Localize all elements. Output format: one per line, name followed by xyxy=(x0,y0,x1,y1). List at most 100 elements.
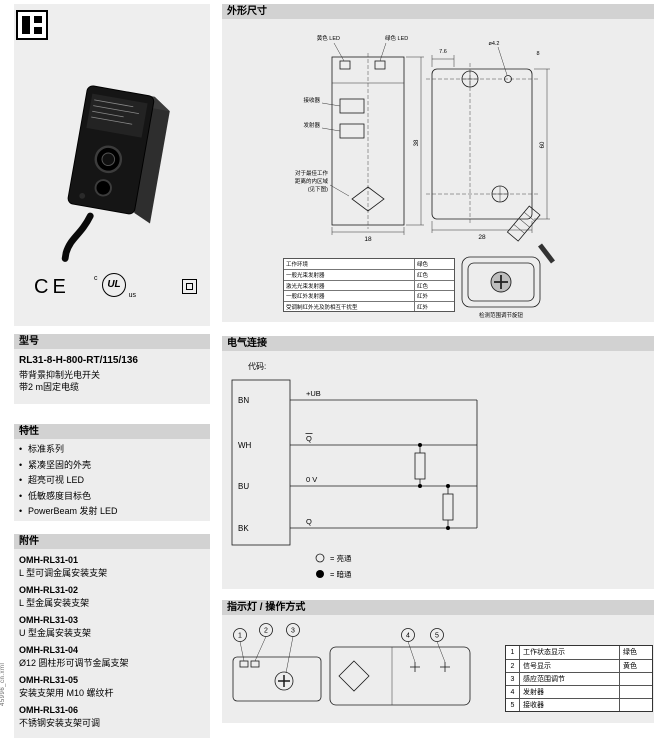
dim-side: 8 xyxy=(536,51,539,57)
ul-mark: c UL us xyxy=(92,272,136,300)
optical-face-diamond-icon xyxy=(338,660,370,692)
indicator-color: 黄色 xyxy=(623,663,637,670)
accessory-code: OMH-RL31-03 xyxy=(19,615,79,625)
indicator-color xyxy=(620,686,652,698)
terminal-signal: 0 V xyxy=(306,475,317,484)
accessory-item: OMH-RL31-05 安装支架用 M10 螺纹杆 xyxy=(14,674,210,699)
top-view-drawing xyxy=(232,656,322,702)
feature-item: PowerBeam 发射 LED xyxy=(14,504,210,520)
legend-dark-on: = 暗通 xyxy=(330,569,352,579)
accessory-item: OMH-RL31-02 L 型金属安装支架 xyxy=(14,584,210,609)
accessory-item: OMH-RL31-03 U 型金属安装支架 xyxy=(14,614,210,639)
section-header-accessories: 附件 xyxy=(14,534,210,549)
ul-circle-icon: UL xyxy=(102,273,126,297)
indicator-color: 绿色 xyxy=(623,649,637,656)
side-filename: 45996_cn.xml xyxy=(0,662,6,706)
callout-5-label: 5 xyxy=(435,633,439,640)
dim-width: 18 xyxy=(364,236,372,243)
accessory-desc: 安装支架用 M10 螺纹杆 xyxy=(19,687,114,698)
brand-logo xyxy=(16,10,48,40)
indicator-color xyxy=(620,699,652,711)
emitter-label: 发射器 xyxy=(303,121,320,129)
adjuster-screw-icon xyxy=(274,671,294,691)
right-column: 外形尺寸 黄色 LED 绿色 LED 接收器 发射器 对于最 xyxy=(222,0,654,738)
accessory-code: OMH-RL31-02 xyxy=(19,585,79,595)
emitter-type: 工作环境 xyxy=(286,262,309,268)
emitter-type: 激光光束发射器 xyxy=(286,283,325,290)
yellow-led-label: 黄色 LED xyxy=(317,34,340,42)
model-code: RL31-8-H-800-RT/115/136 xyxy=(19,355,138,366)
note-line-3: (见下图) xyxy=(308,185,328,193)
callout-3-label: 3 xyxy=(291,628,295,635)
accessory-item: OMH-RL31-06 不锈钢安装支架可调 xyxy=(14,704,210,729)
dim-top: 7.6 xyxy=(439,49,447,55)
model-desc-1: 带背景抑制光电开关 xyxy=(19,370,101,380)
section-header-dimensions: 外形尺寸 xyxy=(222,4,654,19)
accessory-code: OMH-RL31-05 xyxy=(19,675,79,685)
left-column: CE c UL us 型号 RL31-8-H-800-RT/115/136 带背… xyxy=(14,0,210,738)
emitter-type: 受调制红外光及防相互干扰型 xyxy=(286,304,358,311)
load-resistor-icon xyxy=(442,493,454,521)
wiring-diagram: 代码: BN WH BU BK +UB Q 0 V Q xyxy=(231,361,478,579)
indicator-desc: 发射器 xyxy=(520,686,620,698)
indicator-desc: 感应范围调节 xyxy=(520,673,620,685)
brand-logo-icon xyxy=(16,10,48,40)
accessory-code: OMH-RL31-01 xyxy=(19,555,79,565)
emitter-type: 一般红外发射器 xyxy=(286,294,325,301)
callout-1-label: 1 xyxy=(238,633,242,640)
accessory-item: OMH-RL31-01 L 型可调金属安装支架 xyxy=(14,554,210,579)
side-view-drawing: 7.6 ø4.2 8 60 28 xyxy=(426,41,555,264)
terminal-signal: Q xyxy=(306,434,312,443)
accessory-item: OMH-RL31-04 Ø12 圆柱形可调节金属支架 xyxy=(14,644,210,669)
terminal-wire: BN xyxy=(238,396,249,405)
dim-hole: ø4.2 xyxy=(488,41,499,47)
indicator-num: 1 xyxy=(506,646,520,659)
sensor-photo-illustration xyxy=(61,85,170,262)
feature-item: 超亮可视 LED xyxy=(14,473,210,489)
emitter-type-table: 工作环境 绿色 一般光束发射器 红色 激光光束发射器 红色 一般红外发射器 红外… xyxy=(283,258,455,312)
accessory-code: OMH-RL31-06 xyxy=(19,705,79,715)
emitter-color: 绿色 xyxy=(414,259,454,270)
terminal-wire: BK xyxy=(238,524,249,533)
callout-4-label: 4 xyxy=(406,633,410,640)
green-led-label: 绿色 LED xyxy=(385,34,408,42)
terminal-wire: WH xyxy=(238,441,252,450)
terminal-signal: +UB xyxy=(306,389,321,398)
accessories-body: OMH-RL31-01 L 型可调金属安装支架 OMH-RL31-02 L 型金… xyxy=(14,549,210,738)
indicator-num: 3 xyxy=(506,673,520,685)
protection-class-inner xyxy=(186,283,193,290)
indicator-num: 5 xyxy=(506,699,520,711)
emitter-type: 一般光束发射器 xyxy=(286,273,325,280)
section-header-features: 特性 xyxy=(14,424,210,439)
load-resistor-icon xyxy=(414,452,426,480)
dimension-drawing: 黄色 LED 绿色 LED 接收器 发射器 对于最佳工作 距离的内区域 (见下图… xyxy=(295,34,555,319)
terminal-wire: BU xyxy=(238,482,249,491)
indicator-table: 1 工作状态显示 绿色 2 信号显示 黄色 3 感应范围调节 4 发射器 5 xyxy=(505,645,653,712)
emitter-color: 红外 xyxy=(414,291,454,301)
indicators-body: 1 2 3 4 5 xyxy=(222,615,654,723)
table-row: 一般光束发射器 红色 xyxy=(284,269,454,280)
ul-us-label: us xyxy=(128,292,136,299)
legend-light-on: = 亮通 xyxy=(330,553,352,563)
table-row: 1 工作状态显示 绿色 xyxy=(506,646,652,659)
note-line-2: 距离的内区域 xyxy=(295,177,329,185)
protection-class-icon xyxy=(182,279,197,294)
adjuster-label: 检测范围调节旋钮 xyxy=(479,311,524,319)
accessory-code: OMH-RL31-04 xyxy=(19,645,79,655)
model-desc-2: 带2 m固定电缆 xyxy=(19,382,80,392)
front-view-drawing: 黄色 LED 绿色 LED 接收器 发射器 对于最佳工作 距离的内区域 (见下图… xyxy=(295,34,424,243)
section-header-model: 型号 xyxy=(14,334,210,349)
accessory-desc: U 型金属安装支架 xyxy=(19,627,92,638)
emitter-color: 红色 xyxy=(414,280,454,291)
indicator-color xyxy=(620,673,652,685)
indicator-drawing: 1 2 3 4 5 xyxy=(232,623,471,706)
optical-face-diamond-icon xyxy=(351,186,385,212)
feature-item: 标准系列 xyxy=(14,442,210,458)
emitter-color: 红外 xyxy=(414,301,454,311)
callout-2-label: 2 xyxy=(264,628,268,635)
terminal-signal: Q xyxy=(306,517,312,526)
accessory-desc: Ø12 圆柱形可调节金属支架 xyxy=(19,657,129,668)
table-row: 一般红外发射器 红外 xyxy=(284,290,454,301)
product-photo xyxy=(40,52,185,262)
